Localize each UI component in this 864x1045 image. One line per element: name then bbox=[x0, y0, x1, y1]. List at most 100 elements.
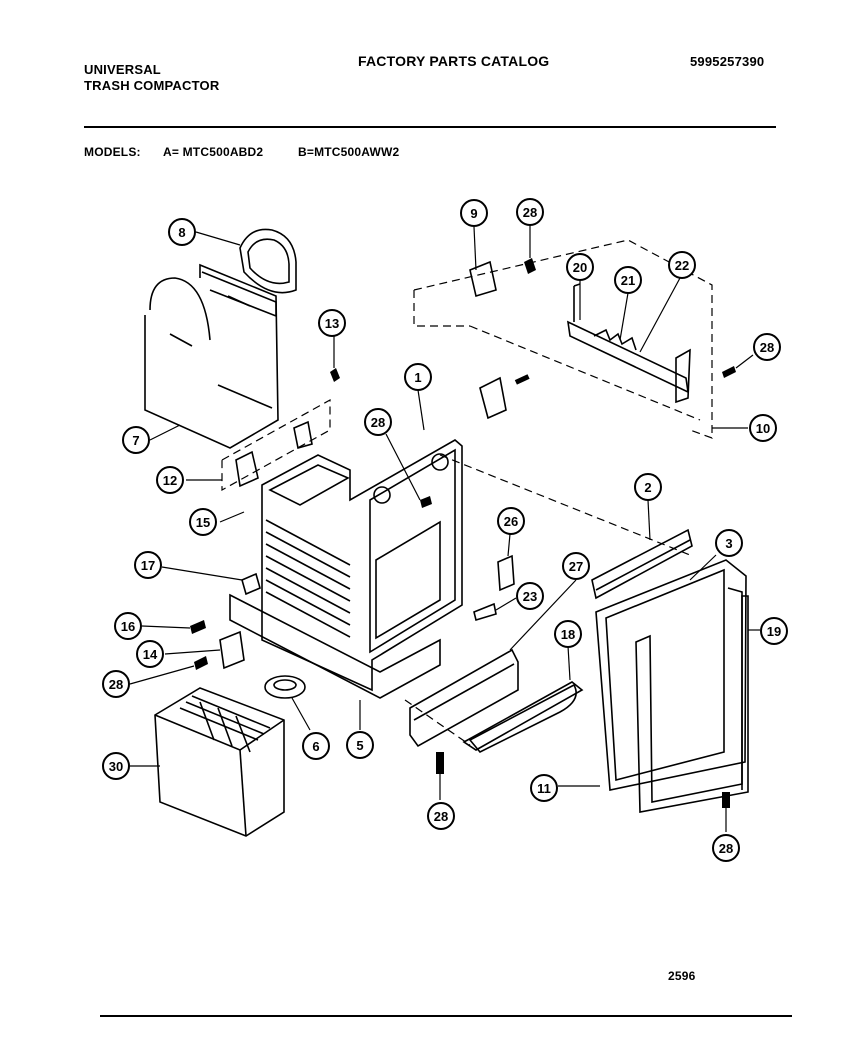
trash-bag-slot bbox=[169, 295, 251, 347]
callout-circle bbox=[554, 620, 582, 648]
callout-label: 19 bbox=[767, 624, 781, 639]
cabinet-inner-panel bbox=[375, 520, 441, 640]
door-dashed-guide bbox=[439, 454, 691, 556]
kick-plate-edge bbox=[413, 663, 515, 721]
cabinet-hole-left bbox=[373, 486, 391, 504]
drawer-handle-face bbox=[468, 683, 577, 753]
callout-circle bbox=[404, 363, 432, 391]
model-a: A= MTC500ABD2 bbox=[163, 145, 264, 159]
small-bracket bbox=[497, 554, 515, 592]
callout-circle bbox=[318, 309, 346, 337]
callout-label: 15 bbox=[196, 515, 210, 530]
header-rule bbox=[84, 126, 776, 128]
cabinet-right-wall bbox=[369, 448, 456, 654]
callout-label: 27 bbox=[569, 559, 583, 574]
callout-circle bbox=[427, 802, 455, 830]
callout-c7: 7 bbox=[122, 426, 150, 454]
screw-28-right bbox=[722, 366, 736, 378]
brand-name: UNIVERSAL bbox=[84, 62, 161, 77]
screw-13 bbox=[330, 368, 340, 382]
callout-c5: 5 bbox=[346, 731, 374, 759]
trash-container-front bbox=[239, 749, 247, 837]
callout-label: 14 bbox=[143, 647, 158, 662]
callout-label: 28 bbox=[523, 205, 537, 220]
callout-circle bbox=[530, 774, 558, 802]
callout-label: 8 bbox=[178, 225, 185, 240]
callout-circle bbox=[497, 507, 525, 535]
callout-circle bbox=[516, 582, 544, 610]
trash-bag-back bbox=[201, 271, 277, 318]
callout-label: 16 bbox=[121, 619, 135, 634]
callout-circle bbox=[168, 218, 196, 246]
callout-label: 28 bbox=[719, 841, 733, 856]
callout-label: 17 bbox=[141, 558, 155, 573]
callout-label: 18 bbox=[561, 627, 575, 642]
cabinet-hole-right bbox=[431, 453, 449, 471]
callout-circle bbox=[189, 508, 217, 536]
callout-c17: 17 bbox=[134, 551, 162, 579]
catalog-title: FACTORY PARTS CATALOG bbox=[358, 53, 550, 69]
callout-circle bbox=[562, 552, 590, 580]
callout-label: 23 bbox=[523, 589, 537, 604]
cabinet-frame bbox=[261, 439, 463, 692]
latch-part bbox=[479, 376, 507, 420]
latch-screw bbox=[514, 374, 530, 385]
screw-28-door bbox=[722, 792, 730, 808]
callout-c2: 2 bbox=[634, 473, 662, 501]
door-panel bbox=[595, 559, 747, 791]
trash-container-grille bbox=[179, 695, 271, 753]
bag-rim-inner bbox=[247, 238, 290, 285]
rack-rod bbox=[566, 320, 690, 394]
callout-circle bbox=[114, 612, 142, 640]
door-frame-edge bbox=[727, 587, 743, 790]
screw-28-top bbox=[524, 258, 536, 274]
catalog-number: 5995257390 bbox=[690, 54, 765, 69]
callout-label: 26 bbox=[504, 514, 518, 529]
part-14 bbox=[219, 630, 245, 670]
callout-circle bbox=[712, 834, 740, 862]
callout-c12: 12 bbox=[156, 466, 184, 494]
plug-part bbox=[473, 602, 497, 622]
callout-label: 30 bbox=[109, 759, 123, 774]
callout-c23: 23 bbox=[516, 582, 544, 610]
callout-label: 2 bbox=[644, 480, 651, 495]
screw-28-mid bbox=[420, 496, 432, 508]
callout-circle bbox=[302, 732, 330, 760]
callout-label: 1 bbox=[414, 370, 421, 385]
footer-rule bbox=[100, 1015, 792, 1017]
screw-28-bottom-left bbox=[194, 656, 208, 670]
callout-circle bbox=[614, 266, 642, 294]
callout-c18: 18 bbox=[554, 620, 582, 648]
callout-circle bbox=[749, 414, 777, 442]
callout-label: 9 bbox=[470, 206, 477, 221]
callout-c11: 11 bbox=[530, 774, 558, 802]
callout-label: 7 bbox=[132, 433, 139, 448]
callout-c13: 13 bbox=[318, 309, 346, 337]
product-name: TRASH COMPACTOR bbox=[84, 78, 220, 93]
callout-c28f: 28 bbox=[712, 834, 740, 862]
callout-c26: 26 bbox=[497, 507, 525, 535]
callout-circle bbox=[156, 466, 184, 494]
callout-c16: 16 bbox=[114, 612, 142, 640]
trash-container-top bbox=[154, 714, 285, 751]
part-17 bbox=[241, 572, 261, 596]
door-top-trim-edge bbox=[595, 539, 691, 591]
callout-c19: 19 bbox=[760, 617, 788, 645]
door-inner-panel bbox=[605, 568, 725, 782]
callout-c6: 6 bbox=[302, 732, 330, 760]
callout-label: 10 bbox=[756, 421, 770, 436]
top-assembly-dashed-outline bbox=[413, 239, 713, 439]
models-label: MODELS: bbox=[84, 145, 141, 159]
rack-spring bbox=[593, 328, 637, 351]
callout-c9: 9 bbox=[460, 199, 488, 227]
callout-circle bbox=[102, 752, 130, 780]
kick-plate bbox=[409, 648, 519, 748]
callout-circle bbox=[122, 426, 150, 454]
screw-29 bbox=[436, 752, 444, 774]
callout-circle bbox=[760, 617, 788, 645]
model-b: B=MTC500AWW2 bbox=[298, 145, 400, 159]
side-bracket-part bbox=[293, 420, 313, 450]
callout-label: 20 bbox=[573, 260, 587, 275]
callout-label: 28 bbox=[109, 677, 123, 692]
